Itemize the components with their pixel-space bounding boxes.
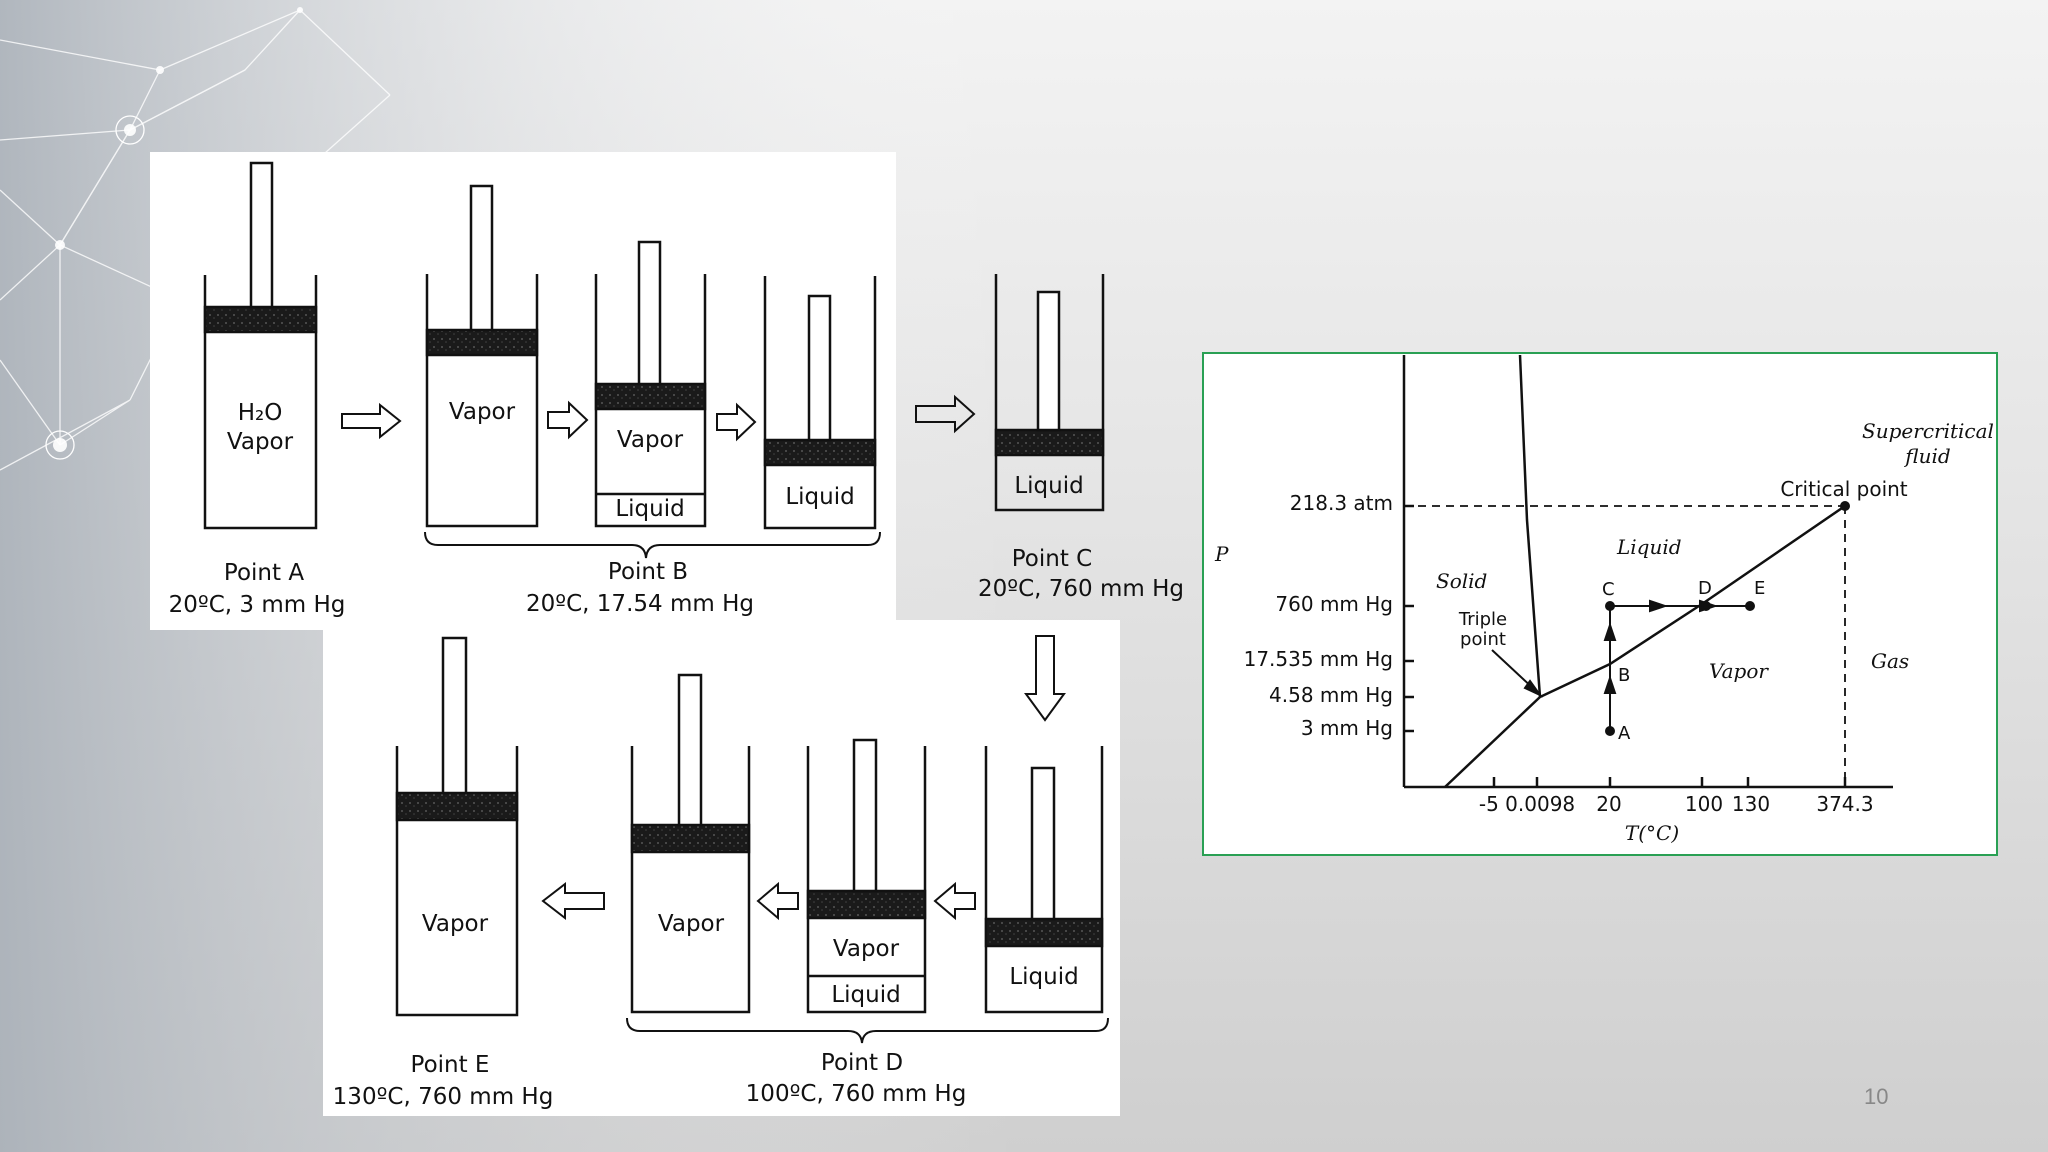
point-e-cond: 130ºC, 760 mm Hg [333,1084,554,1110]
critical-point-label: Critical point [1780,477,1907,501]
region-liquid: Liquid [1616,535,1682,559]
point-d-name: Point D [821,1050,903,1076]
solid-liquid-line [1518,354,1542,698]
x-tick-4: 130 [1732,792,1770,816]
t-axis-label: T(°C) [1625,821,1679,845]
point-b-cond: 20ºC, 17.54 mm Hg [526,591,754,617]
cylinder-point-b-1 [425,184,539,528]
cyl-b2-vapor: Vapor [617,427,684,453]
point-c-marker [1605,601,1615,611]
point-a-cond: 20ºC, 3 mm Hg [169,592,346,618]
pt-e-label: E [1754,578,1765,599]
arrow-right-4 [915,394,976,434]
y-tick-2: 760 mm Hg [1275,592,1393,616]
region-supercritical-1: Supercritical [1862,419,1994,443]
p-axis-label: P [1214,542,1229,566]
cylinder-point-d-3 [630,673,751,1014]
cyl-b1-vapor: Vapor [449,399,516,425]
pt-b-label: B [1618,665,1630,686]
cyl-d2-liquid: Liquid [831,982,900,1008]
point-e-marker [1745,601,1755,611]
y-tick-4: 4.58 mm Hg [1269,683,1393,707]
phase-diagram-frame [1202,352,1998,856]
region-vapor: Vapor [1709,659,1769,683]
cyl-e-vapor: Vapor [422,911,489,937]
point-b-name: Point B [608,559,688,585]
point-c-cond: 20ºC, 760 mm Hg [978,576,1184,602]
y-tick-1: 218.3 atm [1290,491,1393,515]
cyl-b2-liquid: Liquid [615,496,684,522]
cylinder-point-d-2 [806,738,927,1014]
brace-point-b [424,531,881,559]
region-solid: Solid [1436,569,1487,593]
x-tick-1: -5 0.0098 [1479,792,1575,816]
arrow-right-1 [341,402,402,440]
arrow-left-3 [541,881,605,921]
cyl-a-text-2: Vapor [227,429,294,455]
cylinder-point-d-1 [984,746,1104,1014]
point-e-name: Point E [411,1052,490,1078]
point-a-name: Point A [224,560,304,586]
point-d-cond: 100ºC, 760 mm Hg [746,1081,967,1107]
x-tick-3: 100 [1685,792,1723,816]
arrow-right-2 [547,400,589,440]
arrow-down [1024,635,1066,722]
triple-point-label-1: Triple [1458,609,1507,630]
cyl-c-liquid: Liquid [1014,473,1083,499]
cyl-a-text-1: H₂O [238,400,283,426]
y-tick-3: 17.535 mm Hg [1244,647,1393,671]
x-tick-5: 374.3 [1816,792,1873,816]
region-supercritical-2: fluid [1903,444,1950,468]
pt-c-label: C [1602,579,1615,600]
pt-d-label: D [1698,578,1712,599]
arrow-left-1 [933,881,976,921]
cyl-d1-liquid: Liquid [1009,964,1078,990]
arrow-left-2 [756,881,799,921]
cylinder-point-e [395,636,519,1017]
vaporization-line [1539,504,1846,699]
pt-a-label: A [1618,723,1631,744]
brace-point-d [626,1017,1109,1044]
y-tick-5: 3 mm Hg [1301,716,1393,740]
region-gas: Gas [1871,649,1909,673]
cylinder-point-b-2 [594,240,707,528]
sublimation-line [1444,696,1541,788]
phase-diagram: P T(°C) 218.3 atm 760 mm Hg 17.535 mm Hg… [1214,354,1994,845]
slide-number: 10 [1864,1084,1889,1109]
critical-point-marker [1840,501,1850,511]
arrow-right-3 [716,402,757,442]
point-d-marker [1701,601,1711,611]
piston-panel-top [150,152,896,630]
point-c-name: Point C [1012,546,1092,572]
cyl-b3-liquid: Liquid [785,484,854,510]
x-tick-2: 20 [1596,792,1621,816]
point-a-marker [1605,726,1615,736]
cyl-d2-vapor: Vapor [833,936,900,962]
triple-point-label-2: point [1460,629,1506,650]
cyl-d3-vapor: Vapor [658,911,725,937]
cylinder-point-b-3 [763,276,877,530]
cylinder-point-c [994,274,1105,512]
cylinder-point-a [203,161,318,530]
